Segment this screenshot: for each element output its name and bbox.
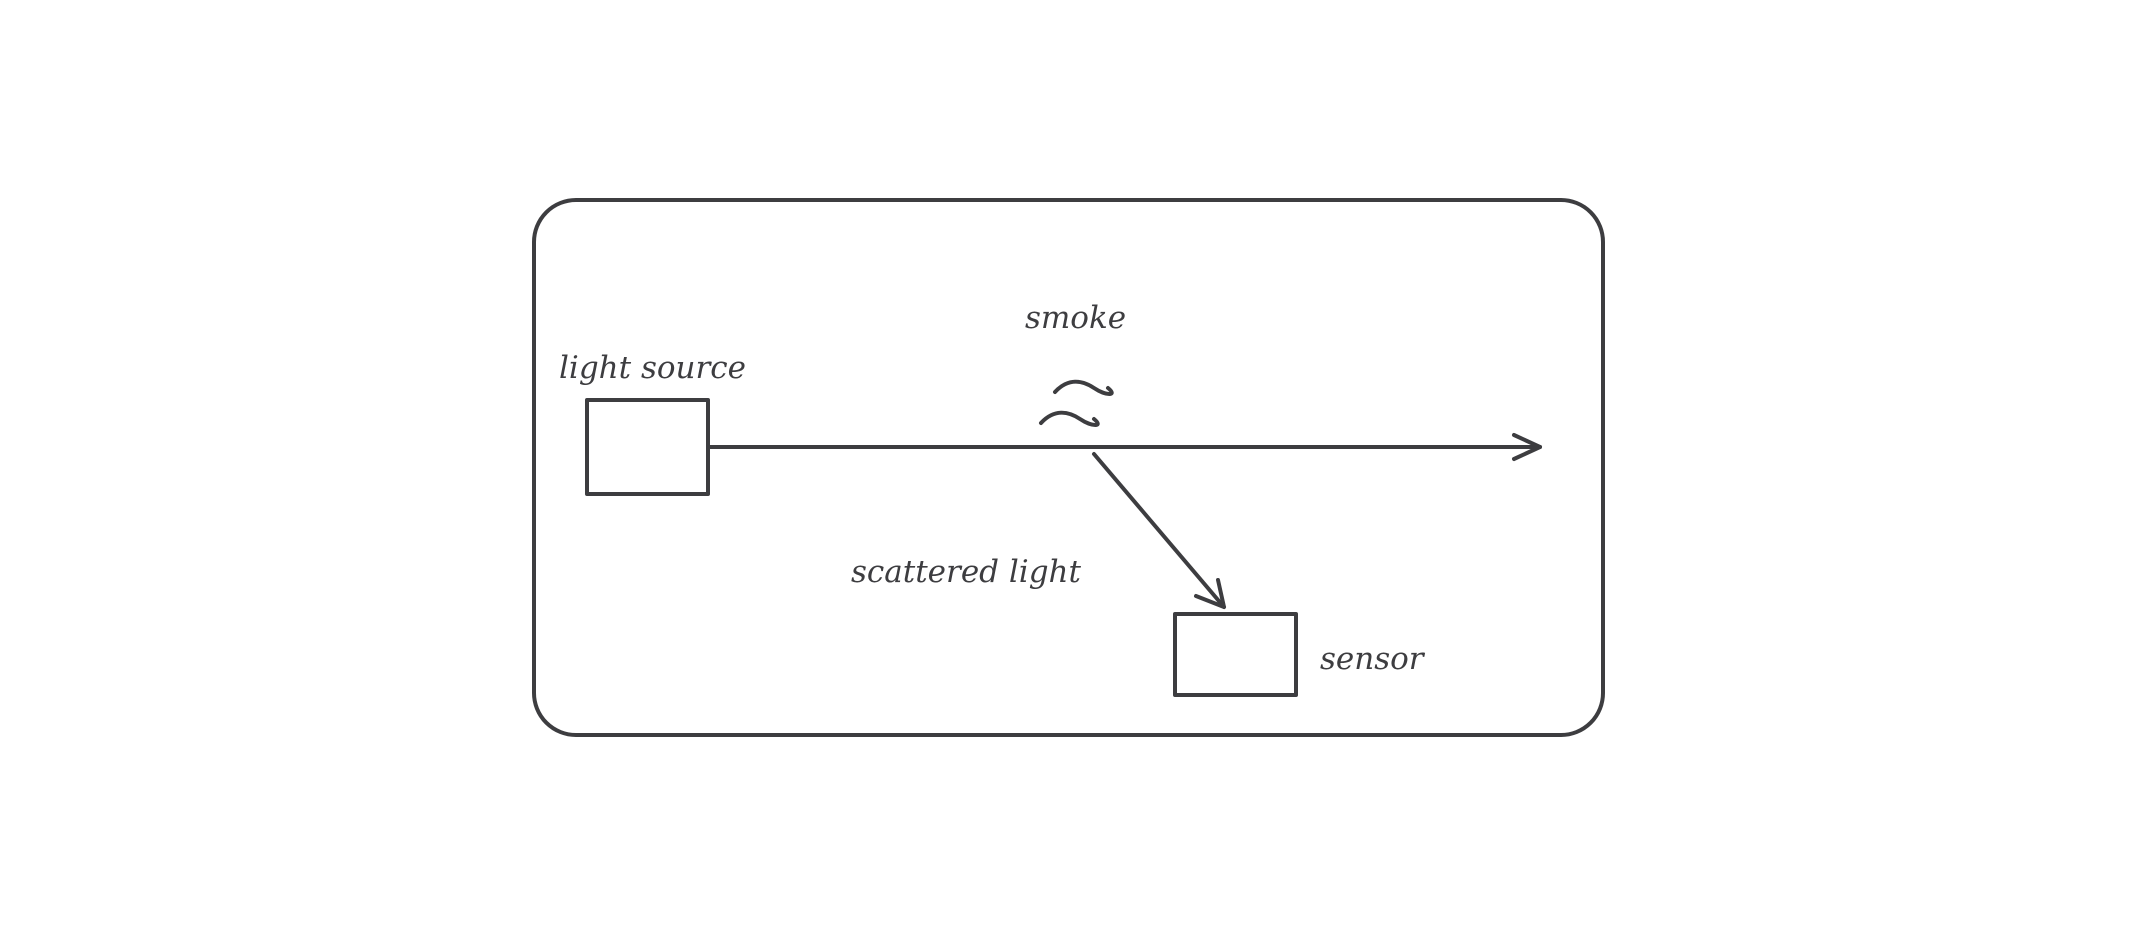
detector-chamber-outline [532,198,1605,737]
scattered-light-arrowhead [1194,578,1226,609]
light-beam-arrowhead [1512,433,1542,461]
sensor-box [1173,612,1298,697]
smoke-squiggle-upper [1053,379,1114,396]
sensor-label: sensor [1320,641,1426,677]
light-source-label: light source [559,350,746,386]
smoke-squiggle-lower [1039,410,1100,427]
light-source-box [585,398,710,496]
scattered-light-line [1092,452,1226,609]
smoke-label: smoke [1025,300,1126,336]
scattered-light-label: scattered light [851,554,1082,590]
